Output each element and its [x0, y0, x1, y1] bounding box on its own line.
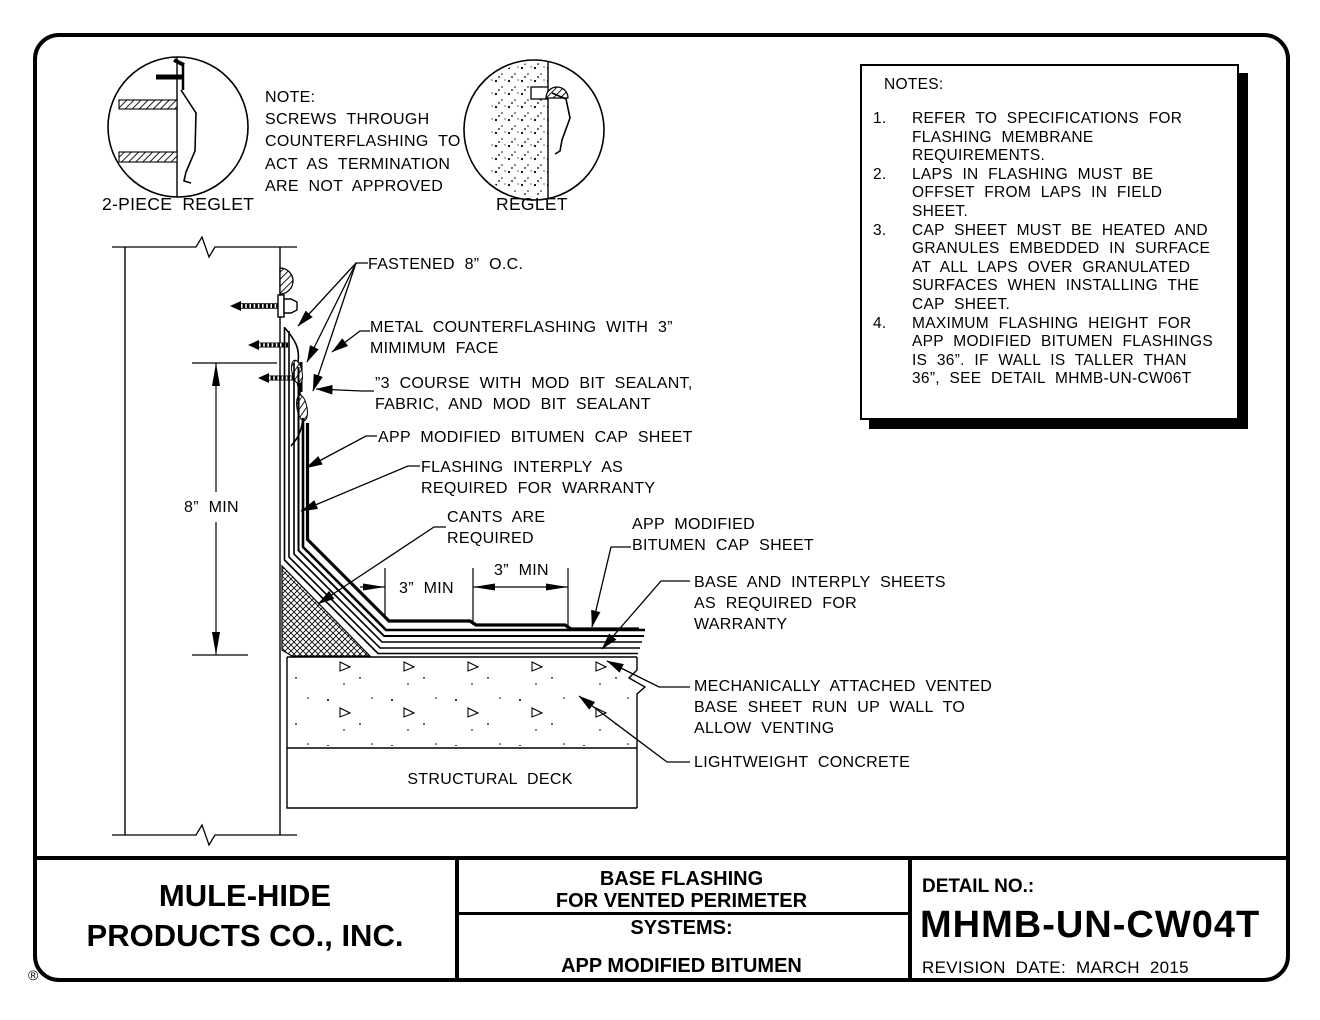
cant-strip — [281, 564, 372, 657]
wall-section — [112, 235, 297, 847]
counterflashing-termination — [230, 267, 308, 447]
notes-title: NOTES: — [884, 76, 944, 93]
reglet-note: NOTE: SCREWS THROUGH COUNTERFLASHING TO … — [265, 89, 461, 195]
notes-box: NOTES: 1. REFER TO SPECIFICATIONS FOR FL… — [860, 64, 1239, 420]
reglet-label: REGLET — [496, 194, 568, 214]
sheet-title-line1: BASE FLASHING — [599, 868, 764, 890]
callout-lightweight-concrete: LIGHTWEIGHT CONCRETE — [694, 754, 911, 771]
title-block: MULE-HIDE PRODUCTS CO., INC. BASE FLASHI… — [35, 856, 1286, 982]
detail-no-label: DETAIL NO.: — [922, 876, 1035, 897]
note-item: 4. MAXIMUM FLASHING HEIGHT FOR APP MODIF… — [873, 314, 1214, 388]
dimension-8in — [192, 362, 277, 656]
sheet-title-line2: FOR VENTED PERIMETER — [555, 890, 808, 912]
leader-lines — [297, 262, 690, 763]
roof-deck — [286, 656, 647, 809]
callout-base-interply: BASE AND INTERPLY SHEETS AS REQUIRED FOR… — [694, 574, 946, 633]
revision-date: REVISION DATE: MARCH 2015 — [922, 958, 1189, 977]
dim-3in-label-1: 3” MIN — [399, 580, 454, 597]
callout-cap-sheet-roof: APP MODIFIED BITUMEN CAP SHEET — [632, 516, 814, 554]
two-piece-reglet-label: 2-PIECE REGLET — [102, 194, 255, 214]
title-block-divider — [455, 860, 459, 982]
notes-list: 1. REFER TO SPECIFICATIONS FOR FLASHING … — [873, 110, 1223, 389]
callout-vented-base: MECHANICALLY ATTACHED VENTED BASE SHEET … — [694, 678, 993, 737]
dim-8in-label: 8” MIN — [184, 499, 239, 516]
callout-fastened: FASTENED 8” O.C. — [368, 256, 524, 273]
title-block-divider — [455, 912, 908, 915]
callout-flashing-interply: FLASHING INTERPLY AS REQUIRED FOR WARRAN… — [421, 459, 656, 497]
company-name-line1: MULE-HIDE — [158, 878, 332, 913]
company-name-line2: PRODUCTS CO., INC. — [86, 918, 404, 953]
reglet-note-title: NOTE: — [265, 89, 316, 106]
reglet-drawing — [463, 59, 605, 201]
callout-cap-sheet-wall: APP MODIFIED BITUMEN CAP SHEET — [378, 429, 693, 446]
registered-trademark-symbol: ® — [28, 967, 39, 983]
callout-cants: CANTS ARE REQUIRED — [447, 509, 546, 547]
dim-3in-label-2: 3” MIN — [494, 562, 549, 579]
note-item: 2. LAPS IN FLASHING MUST BE OFFSET FROM … — [873, 165, 1163, 220]
structural-deck-label: STRUCTURAL DECK — [407, 771, 573, 788]
detail-no-value: MHMB-UN-CW04T — [920, 904, 1261, 946]
sheet-border — [33, 33, 1290, 982]
note-item: 3. CAP SHEET MUST BE HEATED AND GRANULES… — [873, 221, 1211, 313]
systems-label: SYSTEMS: — [630, 917, 733, 939]
dimension-3in-laps — [360, 568, 569, 630]
system-name: APP MODIFIED BITUMEN — [561, 955, 802, 977]
callout-metal-counterflashing: METAL COUNTERFLASHING WITH 3” MIMIMUM FA… — [370, 319, 673, 357]
callout-three-course: ”3 COURSE WITH MOD BIT SEALANT, FABRIC, … — [375, 375, 693, 413]
title-block-divider — [908, 860, 912, 982]
two-piece-reglet-drawing — [107, 56, 249, 198]
note-item: 1. REFER TO SPECIFICATIONS FOR FLASHING … — [873, 110, 1183, 165]
